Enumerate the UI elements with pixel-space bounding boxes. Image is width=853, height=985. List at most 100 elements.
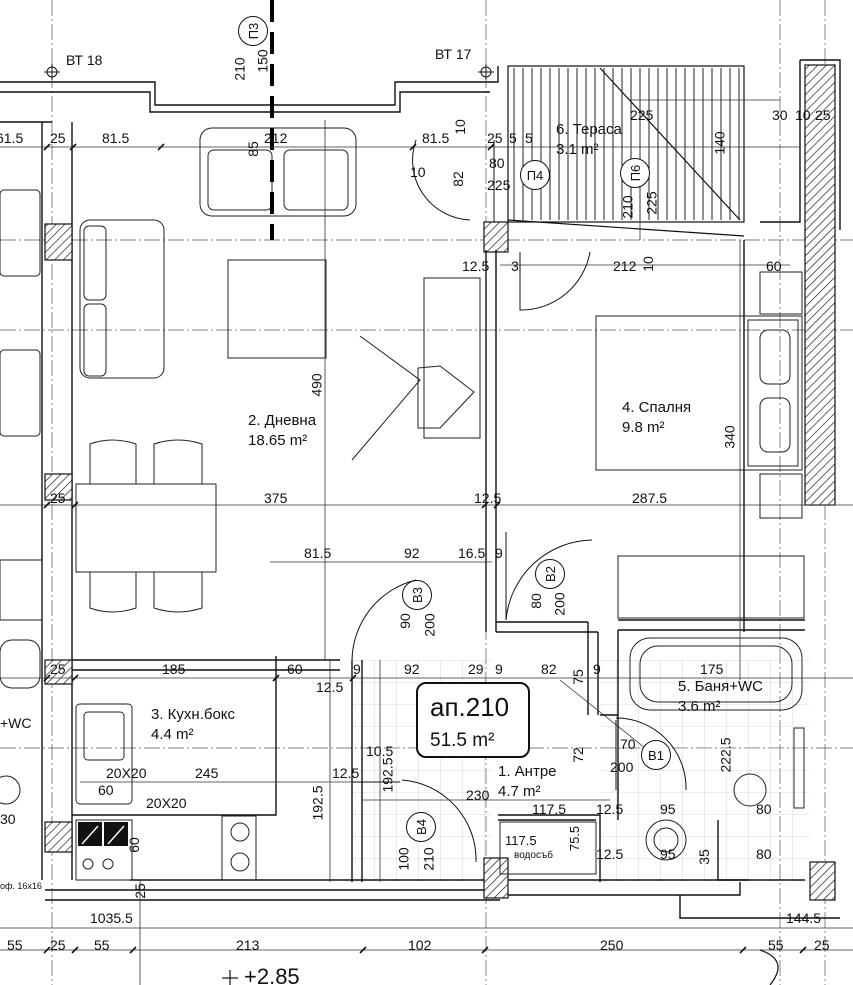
dim: 175 [700, 661, 724, 677]
apartment-area: 51.5 m² [430, 730, 495, 751]
dim: 10 [451, 119, 468, 135]
dim: 212 [613, 258, 637, 274]
dim: 200 [551, 592, 568, 616]
dim: 72 [569, 747, 586, 763]
dim: 102 [408, 937, 432, 953]
dim: 140 [711, 131, 728, 155]
dim: 9 [495, 545, 503, 561]
dim: 30 [772, 107, 788, 123]
dim: 117.5 [532, 801, 566, 817]
dim: 225 [487, 177, 511, 193]
dim: 35 [695, 849, 712, 865]
room-area: 4.4 m² [151, 726, 194, 743]
dim: 85 [244, 141, 261, 157]
dim: 212 [264, 130, 288, 146]
dim: 55 [7, 937, 23, 953]
dim: 81.5 [102, 130, 130, 146]
dim: 10 [795, 107, 811, 123]
dim: 82 [541, 661, 557, 677]
dim: 82 [449, 171, 466, 187]
dim: 25 [50, 130, 66, 146]
room-label-entry: 1. Антре 4.7 m² [498, 762, 557, 802]
dim: 287.5 [632, 490, 668, 506]
dim: 230 [466, 787, 490, 803]
dim: 144.5 [786, 910, 822, 926]
level-marker [222, 949, 779, 985]
axis-markers [44, 64, 494, 80]
dim: 210 [231, 57, 248, 81]
wc-note-left: +WC [0, 715, 32, 731]
dim: 12.5 [596, 846, 624, 862]
dim: 25 [814, 937, 830, 953]
room-area: 4.7 m² [498, 783, 541, 800]
dim: 100 [395, 847, 412, 871]
door-tag-b1: В1 [641, 740, 671, 770]
dim: 12.5 [596, 801, 624, 817]
dim: 10 [639, 256, 656, 272]
tile-bath [600, 660, 810, 882]
door-tag-b3: В3 [402, 580, 432, 610]
dim: 213 [236, 937, 260, 953]
terrace-deck [510, 68, 743, 220]
window-tag-p3: П3 [238, 16, 268, 46]
room-label-bedroom: 4. Спалня 9.8 m² [622, 398, 691, 438]
stove [78, 822, 128, 846]
dim: 117.5 [505, 833, 537, 848]
dim: 55 [94, 937, 110, 953]
dim: 20X20 [106, 765, 147, 781]
dim: 150 [254, 49, 271, 73]
dim: 12.5 [316, 679, 344, 695]
dim: 95 [660, 846, 676, 862]
axis-label-bt18: ВТ 18 [66, 52, 103, 68]
dim: 9 [593, 661, 601, 677]
room-name: 4. Спалня [622, 399, 692, 416]
dim: 225 [630, 107, 654, 123]
dim: 30 [0, 811, 16, 827]
dim: 92 [404, 545, 420, 561]
dim: 185 [162, 661, 186, 677]
room-name: 5. Баня+WC [678, 678, 764, 695]
dim: 10.5 [366, 743, 394, 759]
door-tag-b2: В2 [535, 559, 565, 589]
dim: 490 [308, 373, 325, 397]
room-name: 3. Кухн.бокс [151, 706, 236, 723]
dim: 250 [600, 937, 624, 953]
dim: 55 [768, 937, 784, 953]
dim: 3 [511, 258, 519, 274]
dim: 200 [610, 759, 634, 775]
dim: 200 [421, 613, 438, 637]
dim: 12.5 [462, 258, 490, 274]
dim: 5 [509, 130, 517, 146]
dimension-lines [0, 99, 853, 985]
apartment-name: ап.210 [430, 692, 510, 722]
dim: 12.5 [474, 490, 502, 506]
dim: 340 [721, 425, 738, 449]
dim: 90 [396, 613, 413, 629]
interior-walls [72, 240, 805, 882]
dim: 12.5 [332, 765, 360, 781]
dim: 80 [756, 846, 772, 862]
dim: 80 [527, 593, 544, 609]
room-name: 2. Дневна [248, 412, 317, 429]
dim: 95 [660, 801, 676, 817]
dim: 210 [420, 847, 437, 871]
dim: 20X20 [146, 795, 187, 811]
door-tag-b4: В4 [406, 812, 436, 842]
room-area: 9.8 m² [622, 419, 665, 436]
dim: 245 [195, 765, 219, 781]
dim: 210 [619, 195, 636, 219]
dim: 92 [404, 661, 420, 677]
grout-note: оф. 16x16 [0, 881, 42, 891]
room-label-living: 2. Дневна 18.65 m² [248, 411, 316, 451]
door-tag-p4: П4 [520, 160, 550, 190]
room-area: 3.6 m² [678, 698, 721, 715]
dim: 9 [495, 661, 503, 677]
dim: 375 [264, 490, 288, 506]
apartment-label: ап.210 51.5 m² [416, 682, 530, 758]
dim: 60 [766, 258, 782, 274]
room-area: 18.65 m² [248, 432, 308, 449]
dim: 60 [125, 837, 142, 853]
dim: 81.5 [304, 545, 332, 561]
